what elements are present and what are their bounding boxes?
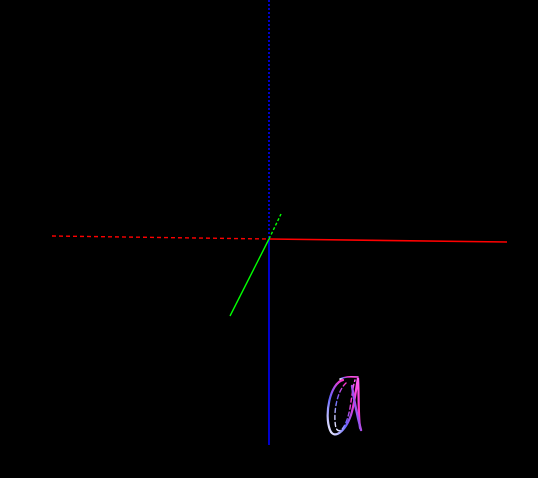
ribbon-edge	[350, 384, 363, 432]
ribbon-loop-outer	[326, 377, 362, 436]
ribbon-top	[339, 376, 359, 380]
x-axis-negative	[51, 235, 270, 240]
x-axis-positive	[268, 238, 508, 243]
ribbon-object[interactable]	[326, 376, 363, 436]
y-axis-negative	[268, 213, 282, 240]
y-axis-positive	[229, 238, 270, 317]
